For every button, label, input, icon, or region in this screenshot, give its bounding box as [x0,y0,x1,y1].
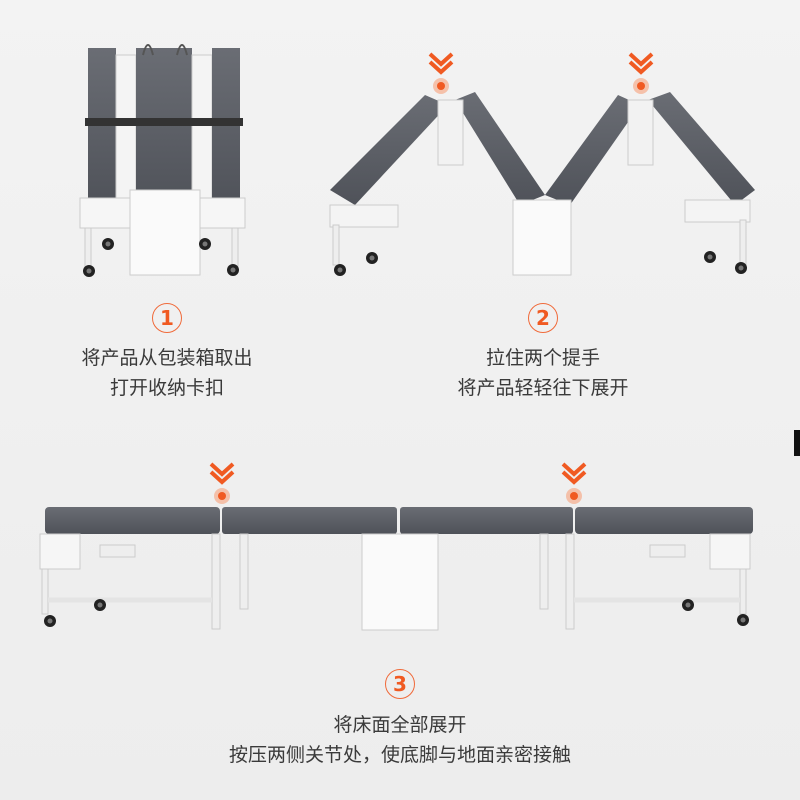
step-1-line-1: 将产品从包装箱取出 [81,347,253,369]
unfolding-bed-image [329,52,755,276]
step-1-line-2: 打开收纳卡扣 [109,377,225,399]
step-3-caption: 将床面全部展开 按压两侧关节处，使底脚与地面亲密接触 [229,710,571,770]
step-1-caption: 将产品从包装箱取出 打开收纳卡扣 [81,343,252,403]
step-2-number: 2 [528,303,558,333]
step-3-line-1: 将床面全部展开 [333,714,467,736]
step-1-number: 1 [152,303,182,333]
folded-bed-image [79,44,246,277]
unfolded-bed-image [39,462,753,631]
step-2-caption: 拉住两个提手 将产品轻轻往下展开 [457,343,628,403]
step-3-line-2: 按压两侧关节处，使底脚与地面亲密接触 [228,744,572,766]
step-3-number: 3 [385,669,415,699]
edge-marker [794,430,800,456]
step-2-line-1: 拉住两个提手 [485,347,601,369]
step-2-line-2: 将产品轻轻往下展开 [457,377,629,399]
